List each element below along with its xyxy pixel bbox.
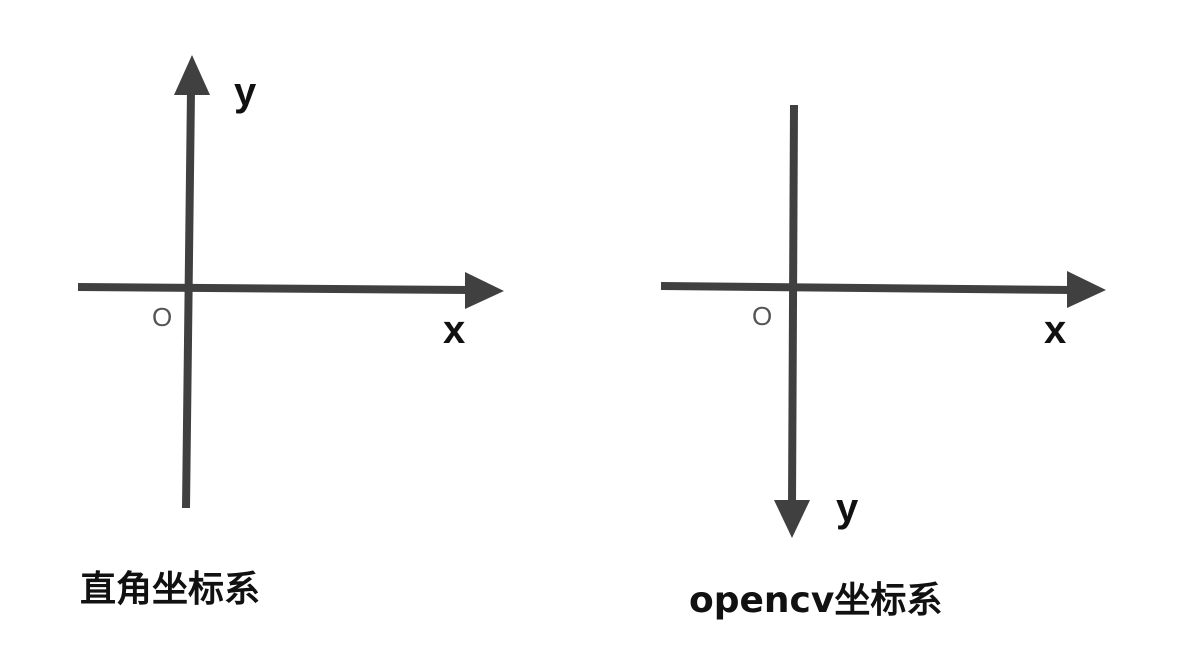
left-x-arrowhead bbox=[465, 272, 504, 309]
right-x-axis bbox=[660, 282, 1073, 294]
right-origin-label: O bbox=[752, 301, 773, 331]
left-origin-label: O bbox=[152, 302, 173, 332]
right-y-arrowhead bbox=[774, 500, 810, 538]
right-y-axis bbox=[788, 104, 798, 506]
left-x-axis bbox=[77, 283, 471, 294]
right-title: opencv坐标系 bbox=[689, 580, 943, 621]
left-y-label: y bbox=[234, 70, 257, 114]
left-y-arrowhead bbox=[174, 55, 210, 95]
right-y-label: y bbox=[836, 486, 859, 530]
right-coordinate-system bbox=[660, 104, 1106, 538]
left-y-axis bbox=[182, 89, 195, 509]
left-x-label: x bbox=[443, 308, 466, 352]
left-title: 直角坐标系 bbox=[80, 569, 261, 610]
left-coordinate-system bbox=[77, 55, 504, 509]
right-x-arrowhead bbox=[1067, 271, 1106, 308]
right-x-label: x bbox=[1044, 308, 1067, 352]
